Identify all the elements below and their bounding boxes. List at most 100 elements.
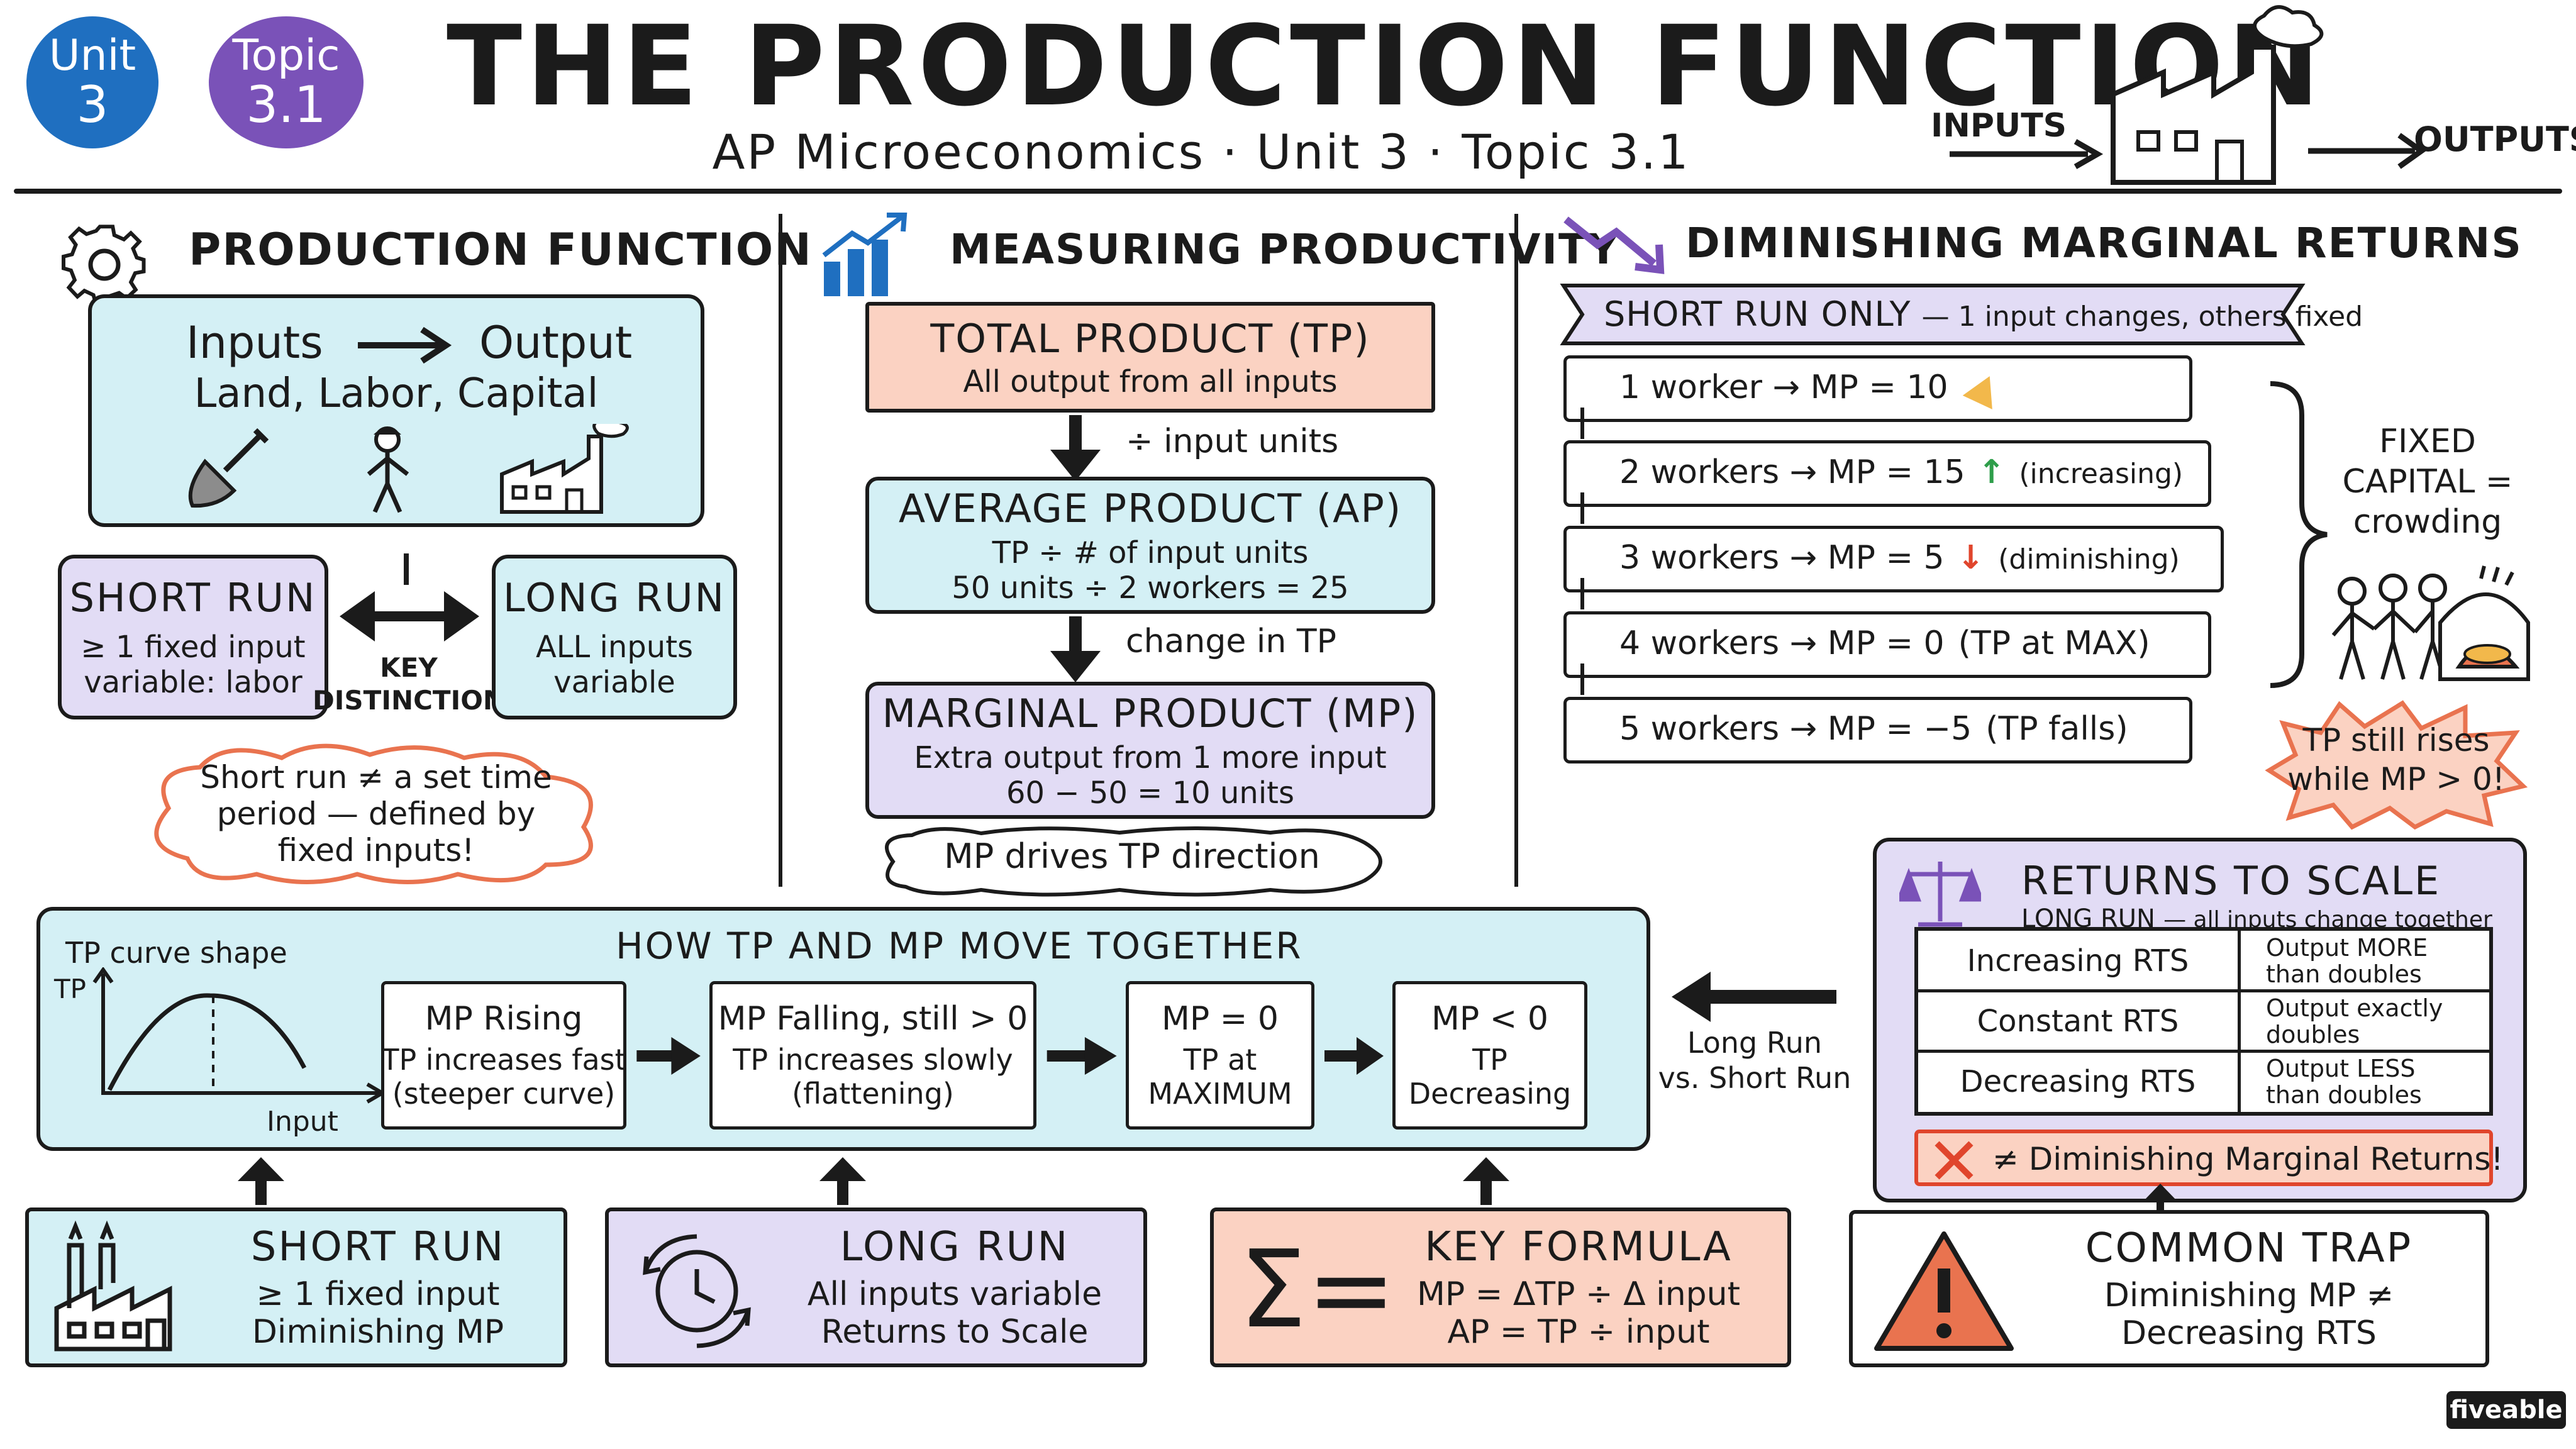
stage-line: MAXIMUM — [1148, 1077, 1292, 1111]
stage-title: MP = 0 — [1162, 1000, 1279, 1038]
factory-icon — [1950, 5, 2426, 185]
worker-row-text: 1 worker → MP = 10 — [1619, 369, 2004, 409]
worker-row-text: 3 workers → MP = 5↓(diminishing) — [1619, 539, 2180, 577]
tp-still-rises-note: TP still rises while MP > 0! — [2264, 721, 2528, 799]
worker-row: 1 worker → MP = 10 — [1563, 355, 2192, 439]
key-formula-line1: MP = ΔTP ÷ Δ input — [1416, 1275, 1741, 1313]
note-line: period — defined by — [216, 795, 536, 832]
common-trap-line1: Diminishing MP ≠ — [2104, 1277, 2394, 1314]
bottom-long-run-text: LONG RUN All inputs variable Returns to … — [766, 1211, 1143, 1363]
short-run-note: Short run ≠ a set time period — defined … — [131, 746, 621, 881]
long-run-line2: variable — [553, 664, 675, 700]
brace-icon — [2270, 381, 2328, 688]
ap-line2: 50 units ÷ 2 workers = 25 — [952, 570, 1349, 606]
arrow-up-icon: ↑ — [1977, 453, 2006, 491]
arrow-right-icon: → — [1762, 369, 1811, 406]
worker-row: 4 workers → MP = 0(TP at MAX) — [1563, 611, 2211, 695]
stage-line: Decreasing — [1408, 1077, 1572, 1111]
sigma-equals-icon: Σ= — [1239, 1228, 1396, 1352]
gear-icon — [62, 225, 146, 306]
note-line: FIXED — [2379, 423, 2476, 460]
arrow-down-icon — [1050, 616, 1101, 682]
worker-row-text: 2 workers → MP = 15 ↑ (increasing) — [1619, 453, 2183, 491]
label-line: Long Run — [1687, 1026, 1823, 1060]
bottom-short-run-text: SHORT RUN ≥ 1 fixed input Diminishing MP — [192, 1211, 564, 1363]
arrow-left-icon — [1672, 972, 1836, 1022]
rts-warning-text: ≠ Diminishing Marginal Returns! — [1992, 1141, 2504, 1177]
long-run-card: LONG RUN ALL inputs variable — [492, 555, 737, 719]
mp-value: MP = 0 — [1827, 625, 1945, 662]
shovel-icon — [188, 428, 269, 508]
rts-warning: ≠ Diminishing Marginal Returns! — [1914, 1130, 2504, 1186]
rts-heading: RETURNS TO SCALE — [2021, 858, 2441, 904]
note-line: CAPITAL = — [2342, 463, 2513, 501]
callout-cloud — [154, 743, 593, 884]
arrow-up-icon — [238, 1157, 284, 1205]
topic-label: Topic — [232, 31, 340, 80]
short-run-title: SHORT RUN — [69, 574, 317, 621]
mp-note: (increasing) — [2019, 458, 2184, 490]
rts-desc-line: Output LESS — [2266, 1055, 2416, 1082]
scales-icon — [1899, 862, 1981, 927]
mp-title: MARGINAL PRODUCT (MP) — [882, 690, 1419, 736]
arrow-down-icon — [1580, 578, 1584, 609]
stage-line: TP increases slowly — [733, 1043, 1013, 1077]
unit-badge: Unit 3 — [26, 16, 158, 148]
note-line: crowding — [2353, 503, 2502, 541]
tp-axis-label: TP — [54, 974, 86, 1004]
returns-to-scale-panel: RETURNS TO SCALE LONG RUN — all inputs c… — [1873, 838, 2527, 1202]
production-function-heading: PRODUCTION FUNCTION — [189, 224, 813, 275]
worker-row-text: 5 workers → MP = −5(TP falls) — [1619, 710, 2128, 748]
stage-title: MP Falling, still > 0 — [718, 1000, 1028, 1038]
arrow-down-icon — [1580, 663, 1584, 695]
factory-icon — [54, 1220, 172, 1352]
rts-type: Constant RTS — [1977, 1004, 2179, 1039]
common-trap-title: COMMON TRAP — [2085, 1225, 2413, 1272]
bottom-long-run-line2: Returns to Scale — [821, 1313, 1089, 1351]
arrow-right-icon — [1044, 1034, 1118, 1078]
mp-value: MP = 5 — [1827, 539, 1945, 577]
tp-curve-chart — [92, 967, 386, 1104]
average-product-card: AVERAGE PRODUCT (AP) TP ÷ # of input uni… — [865, 477, 1435, 614]
mp-value: MP = 15 — [1827, 453, 1965, 491]
rts-desc-line: doubles — [2266, 1021, 2360, 1048]
page-subtitle: AP Microeconomics · Unit 3 · Topic 3.1 — [712, 124, 1690, 180]
short-run-line2: variable: labor — [84, 664, 303, 700]
worker-row: 5 workers → MP = −5(TP falls) — [1563, 697, 2192, 763]
column-divider — [779, 214, 782, 887]
x-mark-icon — [1935, 1141, 1974, 1180]
double-arrow-icon — [340, 553, 479, 641]
key-formula-card: Σ= KEY FORMULA MP = ΔTP ÷ Δ input AP = T… — [1210, 1208, 1791, 1367]
banner-bold: SHORT RUN ONLY — [1604, 294, 1911, 334]
arrow-up-icon — [1463, 1157, 1509, 1205]
tp-mp-panel: HOW TP AND MP MOVE TOGETHER TP curve sha… — [36, 907, 1650, 1151]
worker-row: 3 workers → MP = 5↓(diminishing) — [1563, 526, 2224, 609]
header-divider — [14, 189, 2562, 194]
arrow-right-icon: → — [1779, 453, 1828, 491]
rts-desc-line: than doubles — [2266, 1081, 2422, 1109]
bottom-short-run-card: SHORT RUN ≥ 1 fixed input Diminishing MP — [25, 1208, 567, 1367]
step-divide-label: ÷ input units — [1126, 423, 1339, 460]
note-line: Short run ≠ a set time — [200, 758, 552, 796]
short-run-card: SHORT RUN ≥ 1 fixed input variable: labo… — [58, 555, 328, 719]
mp-value: MP = 10 — [1810, 369, 1948, 406]
arrow-down-icon — [1050, 415, 1101, 481]
worker-count: 2 workers — [1619, 453, 1780, 491]
stage-title: MP < 0 — [1431, 1000, 1548, 1038]
outputs-label: OUTPUTS — [2414, 119, 2576, 159]
dmr-heading: DIMINISHING MARGINAL RETURNS — [1685, 219, 2523, 267]
arrow-right-icon: → — [1779, 625, 1828, 662]
rts-desc-line: Output MORE — [2266, 934, 2428, 962]
table-divider — [1918, 989, 2489, 992]
short-run-banner-text: SHORT RUN ONLY — 1 input changes, others… — [1604, 294, 2363, 334]
long-run-title: LONG RUN — [502, 574, 726, 621]
bottom-short-run-title: SHORT RUN — [250, 1224, 506, 1270]
unit-label: Unit — [48, 31, 136, 80]
total-product-card: TOTAL PRODUCT (TP) All output from all i… — [865, 302, 1435, 413]
key-distinction-line: DISTINCTION — [312, 685, 506, 716]
bottom-long-run-card: LONG RUN All inputs variable Returns to … — [605, 1208, 1147, 1367]
